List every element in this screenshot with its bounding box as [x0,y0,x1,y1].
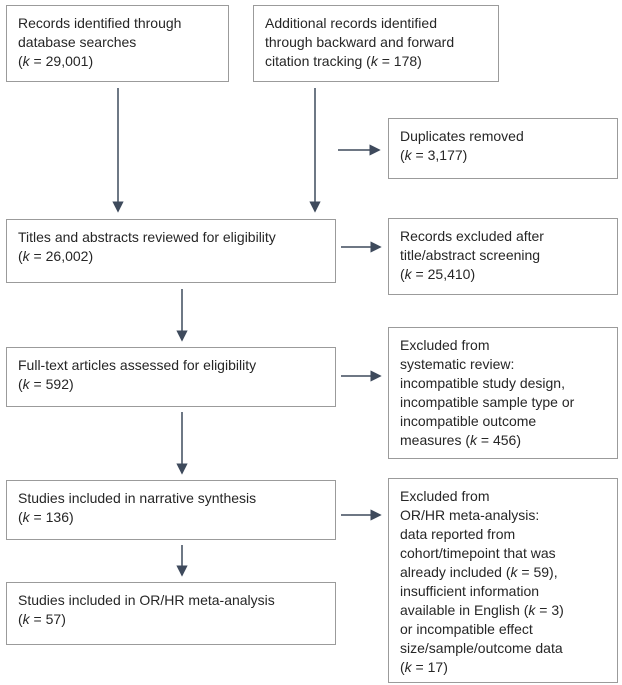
box-full-text-assessed: Full-text articles assessed for eligibil… [6,347,336,407]
box-meta-analysis-included: Studies included in OR/HR meta-analysis … [6,582,336,645]
box-duplicates-removed: Duplicates removed (k = 3,177) [388,118,618,179]
box-excluded-systematic-review: Excluded from systematic review: incompa… [388,327,618,459]
box-narrative-synthesis-included: Studies included in narrative synthesis … [6,480,336,540]
box-excluded-meta-analysis: Excluded from OR/HR meta-analysis: data … [388,478,618,683]
box-records-excluded-screening: Records excluded after title/abstract sc… [388,218,618,295]
box-additional-records: Additional records identified through ba… [253,5,499,82]
box-records-identified: Records identified through database sear… [6,5,229,82]
box-titles-abstracts-reviewed: Titles and abstracts reviewed for eligib… [6,219,336,283]
